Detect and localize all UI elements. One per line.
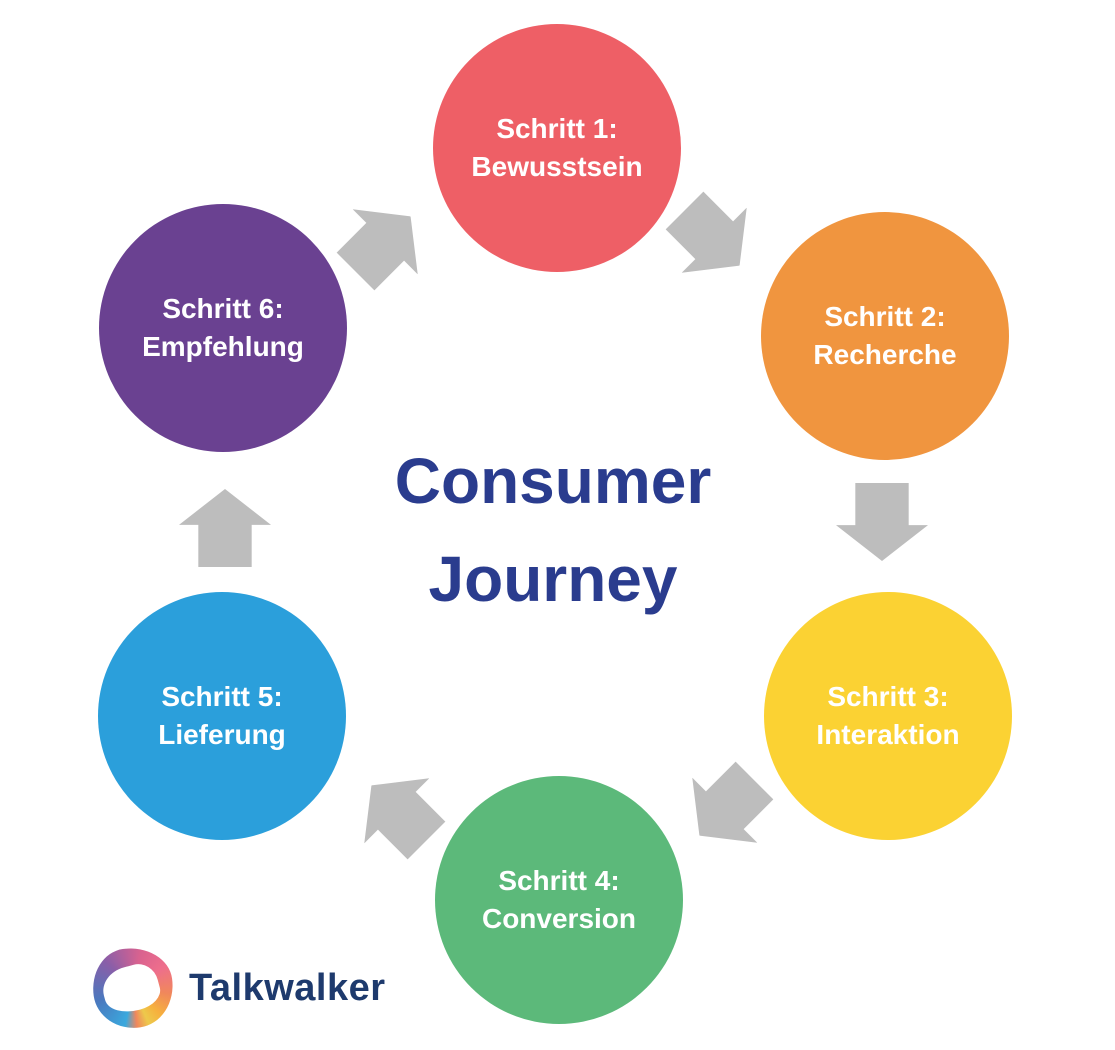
- arrow-step3-to-step4-icon: [667, 748, 787, 868]
- step-5-label: Lieferung: [158, 719, 286, 750]
- step-1-label: Bewusstsein: [471, 151, 643, 182]
- step-1-circle: Schritt 1: Bewusstsein: [433, 24, 681, 272]
- step-3-label: Interaktion: [816, 719, 960, 750]
- step-4-label: Conversion: [481, 903, 637, 934]
- arrow-step5-to-step6-icon: [179, 489, 271, 567]
- diagram-title-line1: Consumer: [394, 445, 712, 517]
- step-5-circle: Schritt 5: Lieferung: [98, 592, 346, 840]
- step-3-circle: Schritt 3: Interaktion: [764, 592, 1012, 840]
- step-4-circle: Schritt 4: Conversion: [435, 776, 683, 1024]
- diagram-title-line2: Journey: [428, 543, 678, 615]
- step-2-circle: Schritt 2: Recherche: [761, 212, 1009, 460]
- step-3-name: Schritt 3:: [827, 681, 949, 712]
- arrow-step6-to-step1-icon: [323, 184, 443, 304]
- talkwalker-logo: Talkwalker: [87, 942, 386, 1034]
- step-1-name: Schritt 1:: [496, 113, 618, 144]
- step-5-name: Schritt 5:: [161, 681, 283, 712]
- talkwalker-logo-text: Talkwalker: [189, 966, 386, 1009]
- step-4-name: Schritt 4:: [498, 865, 620, 896]
- step-6-name: Schritt 6:: [162, 293, 284, 324]
- talkwalker-logo-icon: [87, 942, 179, 1034]
- step-6-circle: Schritt 6: Empfehlung: [99, 204, 347, 452]
- step-2-name: Schritt 2:: [824, 301, 946, 332]
- step-6-label: Empfehlung: [142, 331, 304, 362]
- arrow-step4-to-step5-icon: [339, 753, 459, 873]
- step-2-label: Recherche: [813, 339, 957, 370]
- arrow-step2-to-step3-icon: [836, 483, 928, 561]
- diagram-title: Consumer Journey: [353, 432, 753, 628]
